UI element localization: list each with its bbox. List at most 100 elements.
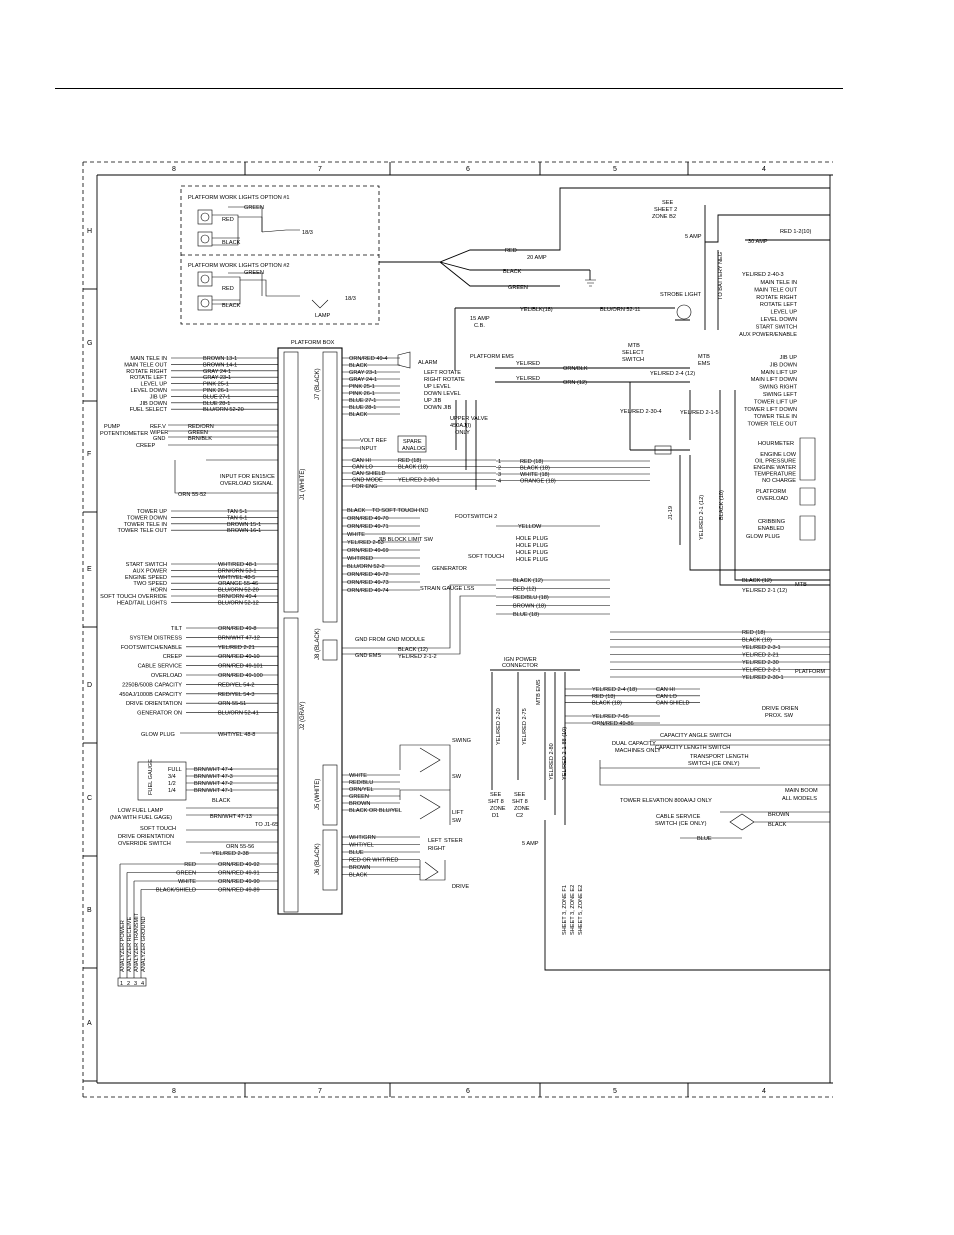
hourmeter: HOURMETER bbox=[758, 441, 794, 447]
j2-label: J2 (GRAY) bbox=[300, 701, 306, 730]
left-top-wire-7: BLUE 28-1 bbox=[203, 401, 230, 407]
feed-20amp: 20 AMP bbox=[527, 255, 547, 261]
can-wire-1: BLACK (18) bbox=[398, 465, 428, 471]
orn-5556: ORN 55-56 bbox=[226, 844, 254, 850]
left-top-wire-6: BLUE 27-1 bbox=[203, 394, 230, 400]
ign-more-0: YEL/RED 7-65 bbox=[592, 714, 629, 720]
left-mid-wire-2: BROWN 15-1 bbox=[227, 522, 261, 528]
lbl-gauge-2: 18/3 bbox=[345, 296, 356, 302]
steer-right: RIGHT bbox=[428, 846, 446, 852]
tower-elev: TOWER ELEVATION 800A/AJ ONLY bbox=[620, 798, 712, 804]
j8-wire-1: ORN/RED 49-70 bbox=[347, 516, 389, 522]
j8-wire-4: YEL/RED 2-63 bbox=[347, 540, 384, 546]
pump-pot: PUMP POTENTIOMETER REF.V WIPER GND CREEP… bbox=[100, 424, 278, 498]
j7-wire-8: BLACK bbox=[349, 412, 368, 418]
j7-wire-2: GRAY 23-1 bbox=[349, 370, 377, 376]
drive-orien2: PROX. SW bbox=[765, 713, 794, 719]
fuel-row-0: FULL bbox=[168, 767, 182, 773]
yel-238: YEL/RED 2-38 bbox=[212, 851, 249, 857]
left-top-wire-8: BLU/ORN 52-20 bbox=[203, 407, 244, 413]
see-zone-b-1: SHT 8 bbox=[512, 799, 528, 805]
mid-wire-num-1: 2 bbox=[498, 466, 501, 472]
j7-fn-7: DOWN JIB bbox=[424, 405, 452, 411]
left-low-fn-0: START SWITCH bbox=[126, 562, 167, 568]
fuel-wire-2: BRN/WHT 47-2 bbox=[194, 781, 233, 787]
mid-wire-1: BLACK (18) bbox=[520, 466, 550, 472]
main-boom1: MAIN BOOM bbox=[785, 788, 818, 794]
pump-label: PUMP bbox=[104, 424, 120, 430]
sheet2-label: SHEET 2 bbox=[654, 207, 677, 213]
upper-valve: UPPER VALVE bbox=[450, 416, 488, 422]
gnd-ems-label: GND EMS bbox=[355, 653, 381, 659]
zone-row-H: H bbox=[87, 228, 92, 235]
lbl-black-1: BLACK bbox=[222, 240, 241, 246]
drive-label: DRIVE bbox=[452, 884, 469, 890]
gnd-module-label: GND FROM GND MODULE bbox=[355, 637, 425, 643]
hour-row-3: TEMPERATURE bbox=[754, 472, 796, 478]
zone-b2-label: ZONE B2 bbox=[652, 214, 676, 220]
input-note: INPUT FOR EN15/CE bbox=[220, 474, 275, 480]
drive-orien1: DRIVE ORIEN bbox=[762, 706, 798, 712]
analyzer-wire-1: ORN/RED 49-91 bbox=[218, 871, 260, 877]
left-mid-fn-3: TOWER TELE OUT bbox=[117, 528, 167, 534]
platform-box: PLATFORM BOX J1 (WHITE) J2 (GRAY) J7 (BL… bbox=[277, 340, 343, 915]
zone-col-top-5: 5 bbox=[613, 166, 617, 173]
right-low-2: YEL/RED 2-3-1 bbox=[742, 645, 781, 651]
ign-can-0: CAN HI bbox=[656, 687, 675, 693]
analyzer-lbl-0: ANALYZER POWER bbox=[120, 920, 126, 972]
pot-row-1: WIPER bbox=[150, 430, 168, 436]
left-mid-wire-0: TAN 5-1 bbox=[227, 509, 247, 515]
mtb-ems: MTB bbox=[698, 354, 710, 360]
hole-plug-0: HOLE PLUG bbox=[516, 536, 548, 542]
lbl-red-2: RED bbox=[222, 286, 234, 292]
right-low-3: YEL/RED 2-21 bbox=[742, 653, 779, 659]
left-top-fn-5: LEVEL DOWN bbox=[131, 388, 167, 394]
can-row-0: CAN HI bbox=[352, 458, 371, 464]
mid-wire-3: ORANGE (18) bbox=[520, 479, 556, 485]
left-low-wire-5: BRN/ORN 49-4 bbox=[218, 594, 257, 600]
yellow-label: YELLOW bbox=[518, 524, 542, 530]
j2-fn-8: DRIVE ORIENTATION bbox=[126, 701, 182, 707]
capacity-switches: DRIVE ORIEN PROX. SW DUAL CAPACITY MACHI… bbox=[599, 706, 830, 842]
j8-wire-8: ORN/RED 49-72 bbox=[347, 572, 389, 578]
left-low-fn-3: TWO SPEED bbox=[133, 581, 167, 587]
hour-row-4: NO CHARGE bbox=[762, 478, 796, 484]
generator: GENERATOR bbox=[432, 566, 467, 572]
left-low-fn-1: AUX POWER bbox=[133, 568, 167, 574]
j7-fn-4: UP LEVEL bbox=[424, 384, 451, 390]
left-top-wire-3: GRAY 23-1 bbox=[203, 375, 231, 381]
right-fn1-2: ROTATE RIGHT bbox=[756, 295, 797, 301]
gnd-module: GND FROM GND MODULE GND EMS BLACK (12) Y… bbox=[342, 584, 496, 660]
steer-left: LEFT bbox=[428, 838, 442, 844]
left-low-wire-2: WHT/YEL 48-5 bbox=[218, 575, 255, 581]
machines: MACHINES ONLY bbox=[615, 748, 661, 754]
see-zone-b-0: SHT 8 bbox=[488, 799, 504, 805]
see-zone-d-1: C2 bbox=[516, 813, 523, 819]
left-top-fn-7: JIB DOWN bbox=[140, 401, 167, 407]
can-row-1: CAN LO bbox=[352, 465, 373, 471]
right-fn2-6: TOWER LIFT UP bbox=[754, 399, 797, 405]
right-fn1-0: MAIN TELE IN bbox=[760, 280, 797, 286]
see-zone-c-0: ZONE bbox=[490, 806, 506, 812]
j8-wire-2: ORN/RED 49-71 bbox=[347, 524, 389, 530]
pot-wire-0: RED/ORN bbox=[188, 424, 214, 430]
zone-row-B: B bbox=[87, 907, 92, 914]
analyzer-num-2: 3 bbox=[134, 981, 137, 987]
can-wire-3: YEL/RED 2-30-1 bbox=[398, 478, 440, 484]
footswitch2: FOOTSWITCH 2 bbox=[455, 514, 497, 520]
j2-wire-5: ORN/RED 49-100 bbox=[218, 673, 263, 679]
right-fn2-1: JIB DOWN bbox=[770, 362, 797, 368]
feed-green: GREEN bbox=[508, 285, 528, 291]
j7-wire-1: BLACK bbox=[349, 363, 368, 369]
ign-v2: YEL/RED 2-75 bbox=[522, 708, 528, 745]
yelred2: YEL/RED 2-4 (12) bbox=[650, 371, 695, 377]
cribbing2: ENABLED bbox=[758, 526, 784, 532]
cap-angle: CAPACITY ANGLE SWITCH bbox=[660, 733, 731, 739]
